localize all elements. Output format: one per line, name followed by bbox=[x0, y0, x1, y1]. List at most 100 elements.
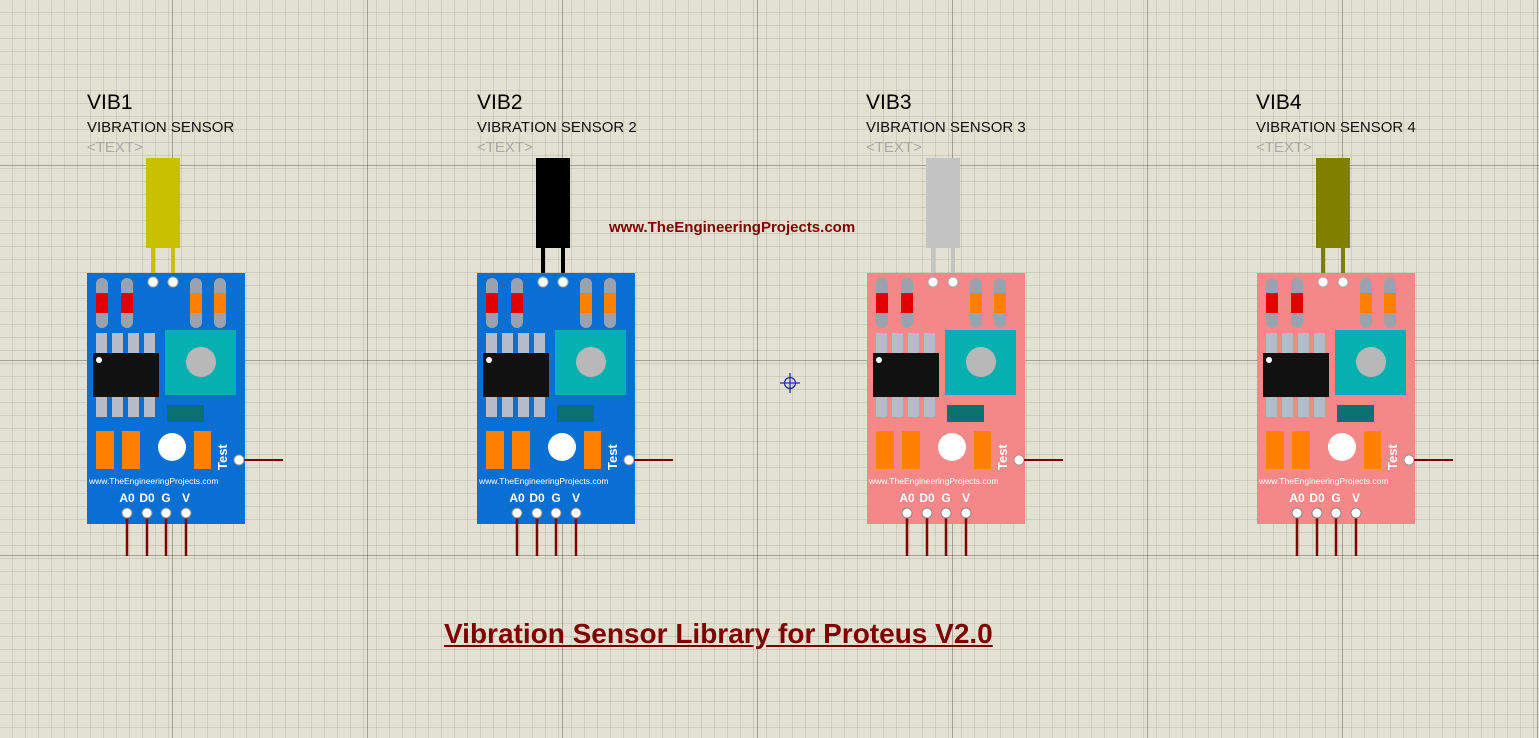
resistor-band bbox=[190, 293, 202, 313]
ic-pin bbox=[502, 333, 513, 355]
potentiometer-knob bbox=[186, 347, 216, 377]
ic-pin bbox=[924, 333, 935, 355]
ic-pin bbox=[144, 395, 155, 417]
pin-label: G bbox=[941, 491, 950, 505]
probe-pad bbox=[947, 276, 959, 288]
sensor-ref-label: VIB4 bbox=[1256, 91, 1302, 114]
pin-pad bbox=[940, 507, 952, 519]
capacitor bbox=[974, 431, 991, 469]
test-pin-pad bbox=[1013, 454, 1025, 466]
ic-pin bbox=[1314, 395, 1325, 417]
ic-pin bbox=[924, 395, 935, 417]
resistor-band bbox=[96, 293, 108, 313]
capacitor bbox=[1266, 431, 1284, 469]
ic-pin bbox=[1298, 395, 1309, 417]
ic-marker bbox=[486, 357, 492, 363]
pin-label: G bbox=[1331, 491, 1340, 505]
capacitor bbox=[584, 431, 601, 469]
ic-pin bbox=[876, 333, 887, 355]
test-label: Test bbox=[995, 444, 1010, 470]
pin-label: V bbox=[1352, 491, 1360, 505]
test-pin-pad bbox=[1403, 454, 1415, 466]
pin-label: A0 bbox=[119, 491, 135, 505]
sensor-text-placeholder: <TEXT> bbox=[866, 139, 922, 156]
pin-pad bbox=[960, 507, 972, 519]
resistor-band bbox=[876, 293, 888, 313]
pin-label: D0 bbox=[1309, 491, 1325, 505]
vibration-probe bbox=[536, 158, 570, 248]
pin-pad bbox=[570, 507, 582, 519]
vibration-probe bbox=[146, 158, 180, 248]
pin-pad bbox=[1330, 507, 1342, 519]
probe-pad bbox=[167, 276, 179, 288]
board-url: www.TheEngineeringProjects.com bbox=[478, 476, 608, 486]
pin-label: V bbox=[572, 491, 580, 505]
ic-pin bbox=[502, 395, 513, 417]
resistor-band bbox=[580, 293, 592, 313]
probe-pad bbox=[557, 276, 569, 288]
pin-pad bbox=[1291, 507, 1303, 519]
ic-pin bbox=[1298, 333, 1309, 355]
ic-pin bbox=[534, 395, 545, 417]
ic-pin bbox=[518, 333, 529, 355]
resistor-band bbox=[1384, 293, 1396, 313]
capacitor bbox=[96, 431, 114, 469]
resistor-band bbox=[121, 293, 133, 313]
capacitor bbox=[122, 431, 140, 469]
ic-pin bbox=[908, 333, 919, 355]
ic-pin bbox=[1282, 395, 1293, 417]
test-pin-pad bbox=[623, 454, 635, 466]
ic-pin bbox=[876, 395, 887, 417]
sensor-text-placeholder: <TEXT> bbox=[87, 139, 143, 156]
pin-pad bbox=[550, 507, 562, 519]
sensor-text-placeholder: <TEXT> bbox=[477, 139, 533, 156]
pin-label: D0 bbox=[529, 491, 545, 505]
resistor-band bbox=[901, 293, 913, 313]
resistor-band bbox=[511, 293, 523, 313]
sensor-ref-label: VIB2 bbox=[477, 91, 523, 114]
smd-component bbox=[1337, 405, 1374, 422]
pin-pad bbox=[531, 507, 543, 519]
probe-pad bbox=[927, 276, 939, 288]
smd-component bbox=[557, 405, 594, 422]
ic-pin bbox=[144, 333, 155, 355]
capacitor bbox=[486, 431, 504, 469]
sensor-ref-label: VIB1 bbox=[87, 91, 133, 114]
board-url: www.TheEngineeringProjects.com bbox=[88, 476, 218, 486]
ic-pin bbox=[486, 333, 497, 355]
led bbox=[938, 433, 966, 461]
ic-chip bbox=[873, 353, 939, 397]
led bbox=[548, 433, 576, 461]
pin-pad bbox=[901, 507, 913, 519]
sensor-value-label: VIBRATION SENSOR bbox=[87, 119, 235, 136]
potentiometer-knob bbox=[576, 347, 606, 377]
pin-pad bbox=[121, 507, 133, 519]
probe-pad bbox=[1317, 276, 1329, 288]
ic-pin bbox=[128, 395, 139, 417]
resistor-band bbox=[970, 293, 982, 313]
test-label: Test bbox=[605, 444, 620, 470]
potentiometer-knob bbox=[1356, 347, 1386, 377]
probe-pad bbox=[537, 276, 549, 288]
potentiometer-knob bbox=[966, 347, 996, 377]
pin-label: G bbox=[161, 491, 170, 505]
capacitor bbox=[902, 431, 920, 469]
ic-pin bbox=[908, 395, 919, 417]
pin-label: G bbox=[551, 491, 560, 505]
crosshair-cursor-icon bbox=[780, 373, 800, 393]
pin-pad bbox=[160, 507, 172, 519]
sensor-value-label: VIBRATION SENSOR 3 bbox=[866, 119, 1026, 136]
pin-label: V bbox=[182, 491, 190, 505]
board-url: www.TheEngineeringProjects.com bbox=[1258, 476, 1388, 486]
sensor-ref-label: VIB3 bbox=[866, 91, 912, 114]
resistor-band bbox=[604, 293, 616, 313]
led bbox=[158, 433, 186, 461]
pin-pad bbox=[1350, 507, 1362, 519]
